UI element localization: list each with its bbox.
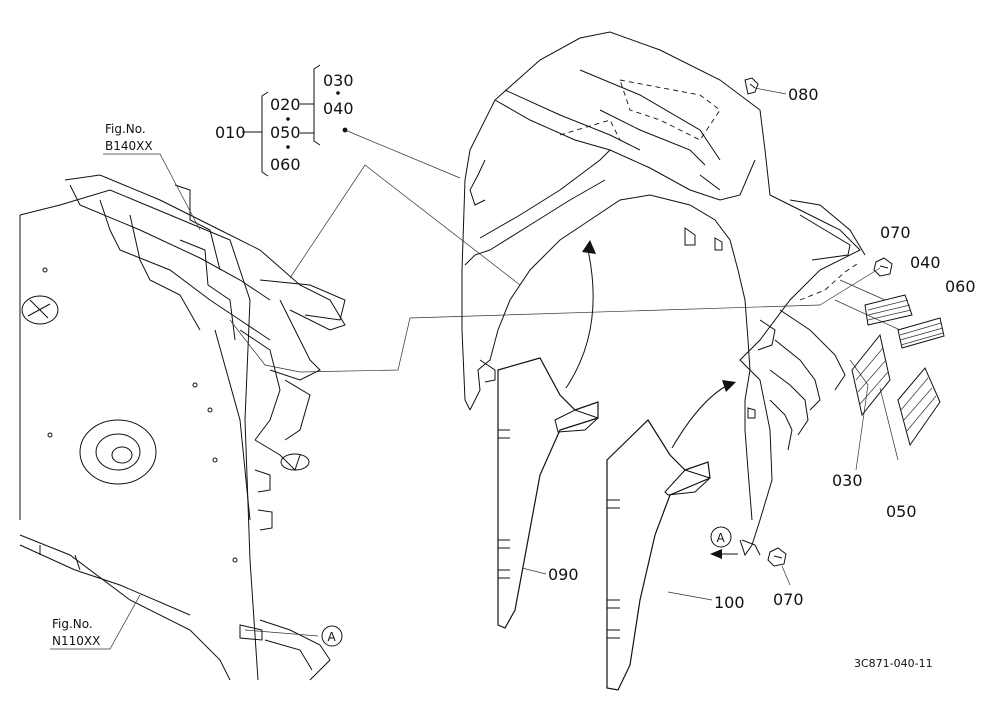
fig-ref-bottom-line1: Fig.No. [52, 617, 93, 631]
bolt-070-bottom [767, 547, 787, 567]
callout-010: 010 [215, 123, 246, 142]
assembly-arrows [565, 240, 738, 559]
fig-ref-bottom-line2: N110XX [52, 634, 100, 648]
insulator-part-100 [606, 419, 711, 691]
callout-040-decal: 040 [910, 253, 941, 272]
callout-090: 090 [548, 565, 579, 584]
marker-a-left: A [321, 625, 343, 647]
svg-text:A: A [328, 630, 337, 644]
callout-030-decal: 030 [832, 471, 863, 490]
callout-080: 080 [788, 85, 819, 104]
callout-070-bottom: 070 [773, 590, 804, 609]
fig-ref-bottom: Fig.No. N110XX [50, 594, 141, 650]
callout-040: 040 [323, 99, 354, 118]
decal-030 [851, 333, 891, 417]
fig-ref-top: Fig.No. B140XX [103, 122, 201, 231]
decal-050 [897, 367, 941, 447]
callout-050-decal: 050 [886, 502, 917, 521]
svg-text:A: A [717, 531, 726, 545]
callout-020: 020 [270, 95, 301, 114]
callout-100: 100 [714, 593, 745, 612]
insulator-part-090 [497, 357, 599, 629]
panel-cover-drawing [461, 31, 866, 557]
decal-060 [897, 317, 945, 349]
callout-070-top: 070 [880, 223, 911, 242]
decal-040 [864, 294, 913, 326]
fig-ref-top-line2: B140XX [105, 139, 153, 153]
tractor-frame-drawing [19, 174, 346, 681]
callout-tree [242, 64, 348, 177]
drawing-code: 3C871-040-11 [854, 657, 933, 670]
bolt-070-top [873, 257, 893, 277]
callout-060-decal: 060 [945, 277, 976, 296]
leader-lines [229, 87, 901, 637]
callout-050: 050 [270, 123, 301, 142]
fig-ref-top-line1: Fig.No. [105, 122, 146, 136]
marker-a-right: A [710, 526, 732, 548]
callout-060: 060 [270, 155, 301, 174]
callout-030: 030 [323, 71, 354, 90]
bolt-080 [744, 77, 759, 95]
